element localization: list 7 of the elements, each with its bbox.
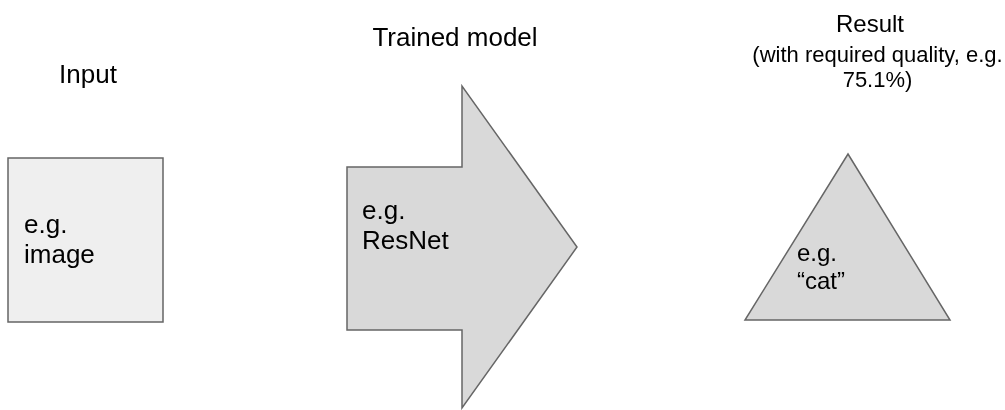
column-heading: Input bbox=[58, 60, 118, 90]
column-heading: Result bbox=[835, 10, 905, 38]
column-heading: Trained model bbox=[371, 23, 539, 53]
shape-label: e.g. “cat” bbox=[797, 239, 846, 295]
shape-label: e.g. image bbox=[24, 210, 96, 270]
heading-note: (with required quality, e.g. 75.1%) bbox=[751, 42, 1004, 93]
shape-label: e.g. ResNet bbox=[362, 196, 450, 256]
